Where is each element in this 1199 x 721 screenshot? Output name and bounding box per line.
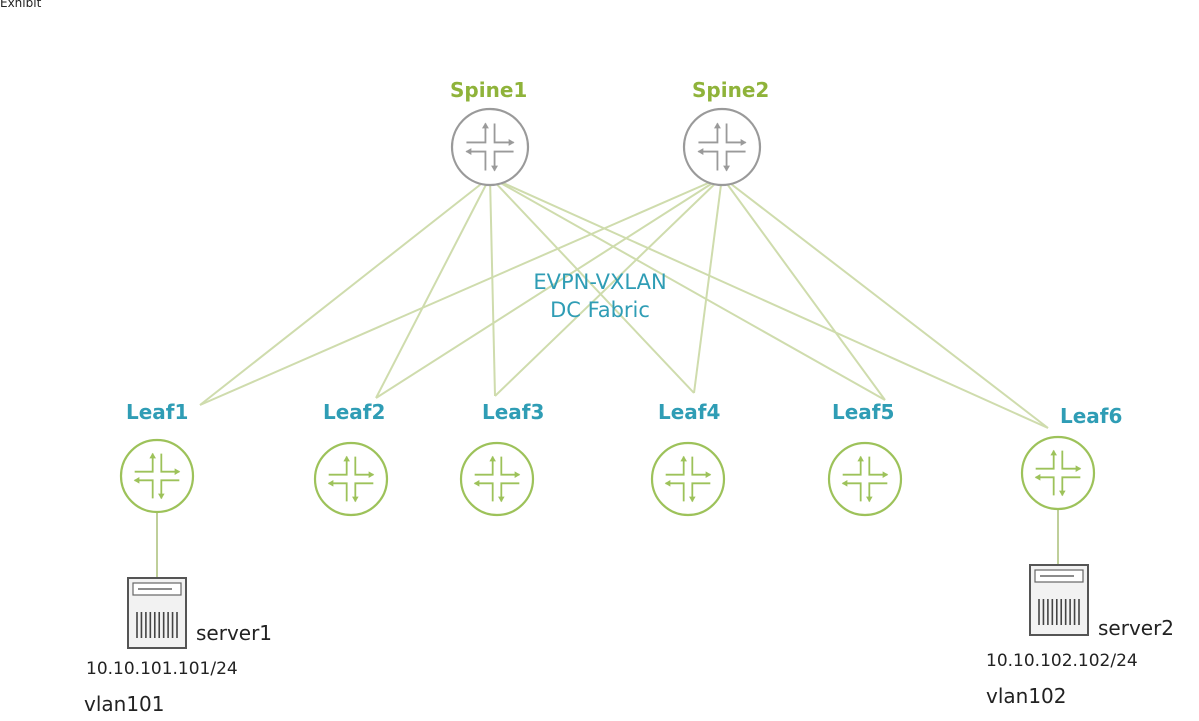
leaf1-label: Leaf1 bbox=[126, 400, 189, 424]
link-spine1-leaf4 bbox=[489, 176, 695, 394]
link-spine1-leaf3 bbox=[489, 176, 496, 397]
fabric-label-line2: DC Fabric bbox=[550, 298, 650, 322]
server2-vlan: vlan102 bbox=[986, 684, 1067, 708]
leaf5-router-icon bbox=[827, 441, 903, 517]
server1-ip: 10.10.101.101/24 bbox=[86, 659, 238, 679]
leaf5-label: Leaf5 bbox=[832, 400, 895, 424]
leaf1-router-icon bbox=[119, 438, 195, 514]
link-spine2-leaf4 bbox=[693, 176, 723, 394]
fabric-links bbox=[156, 176, 1059, 578]
fabric-label: EVPN-VXLAN DC Fabric bbox=[500, 268, 700, 324]
spine1-label: Spine1 bbox=[450, 78, 528, 102]
leaf6-router-icon bbox=[1020, 435, 1096, 511]
link-spine2-leaf1 bbox=[199, 176, 723, 406]
spine2-router-icon bbox=[682, 107, 762, 187]
server1-label: server1 bbox=[196, 621, 273, 645]
server1-server-icon bbox=[127, 577, 187, 649]
fabric-label-line1: EVPN-VXLAN bbox=[533, 270, 667, 294]
link-spine1-leaf2 bbox=[375, 176, 491, 399]
server2-label: server2 bbox=[1098, 616, 1175, 640]
server2-server-icon bbox=[1029, 564, 1089, 636]
leaf3-label: Leaf3 bbox=[482, 400, 545, 424]
spine2-label: Spine2 bbox=[692, 78, 770, 102]
leaf2-router-icon bbox=[313, 441, 389, 517]
server2-ip: 10.10.102.102/24 bbox=[986, 651, 1138, 671]
leaf4-router-icon bbox=[650, 441, 726, 517]
link-spine2-leaf5 bbox=[721, 176, 886, 401]
leaf2-label: Leaf2 bbox=[323, 400, 386, 424]
link-spine2-leaf2 bbox=[375, 176, 723, 399]
leaf6-label: Leaf6 bbox=[1060, 404, 1123, 428]
fabric-nodes bbox=[119, 107, 1096, 649]
link-spine1-leaf6 bbox=[489, 176, 1049, 429]
link-spine2-leaf3 bbox=[494, 176, 723, 397]
link-spine1-leaf5 bbox=[489, 176, 886, 401]
server1-vlan: vlan101 bbox=[84, 692, 165, 716]
link-spine2-leaf6 bbox=[721, 176, 1049, 429]
leaf3-router-icon bbox=[459, 441, 535, 517]
exhibit-label: Exhibit bbox=[0, 0, 42, 10]
leaf4-label: Leaf4 bbox=[658, 400, 721, 424]
spine1-router-icon bbox=[450, 107, 530, 187]
link-spine1-leaf1 bbox=[199, 176, 491, 406]
